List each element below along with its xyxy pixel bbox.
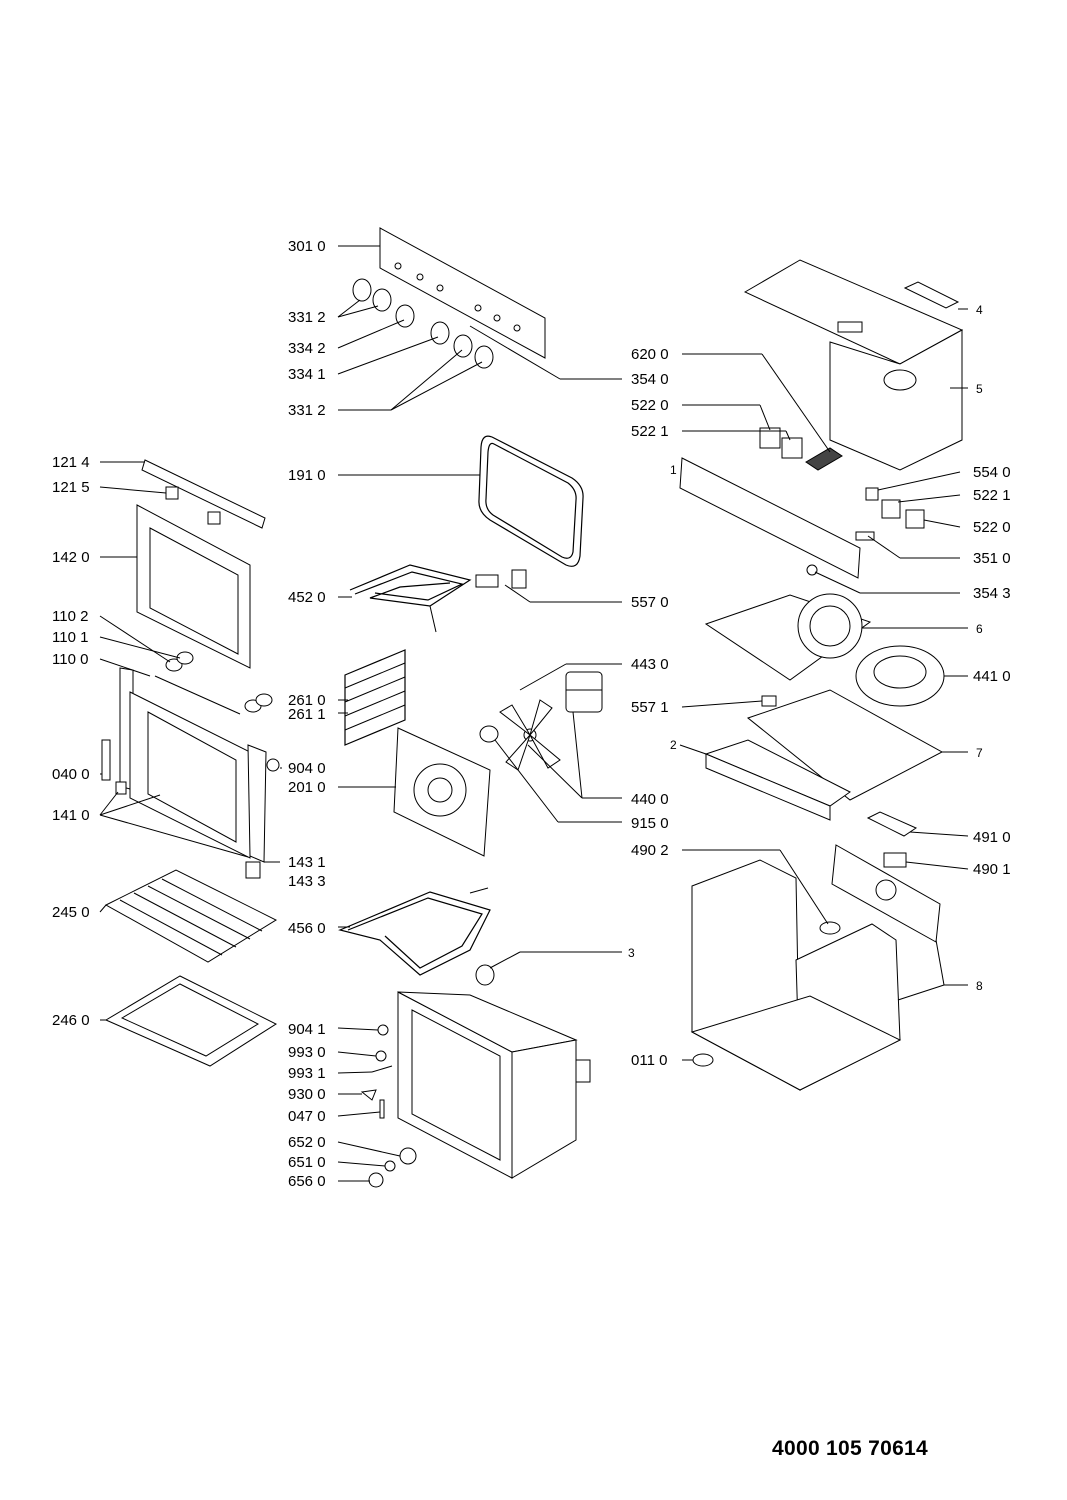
callout-191-0: 191 0 — [288, 467, 326, 484]
callout-456-0: 456 0 — [288, 920, 326, 937]
part-oven-gasket — [478, 435, 584, 567]
part-circular-element — [338, 887, 491, 976]
part-small-hardware — [360, 1024, 417, 1188]
part-knobs — [352, 278, 494, 369]
part-control-panel — [379, 227, 546, 359]
callout-522-0: 522 0 — [631, 397, 669, 414]
callout-110-0: 110 0 — [52, 651, 88, 668]
callout-141-0: 141 0 — [52, 807, 90, 824]
part-wire-shelf — [104, 869, 278, 963]
callout-201-0: 201 0 — [288, 779, 326, 796]
callout-121-4: 121 4 — [52, 454, 90, 471]
part-side-runners — [344, 649, 406, 746]
callout-110-2: 110 2 — [52, 608, 88, 625]
callout-4: 4 — [976, 303, 983, 317]
callout-261-1: 261 1 — [288, 706, 326, 723]
callout-1: 1 — [670, 463, 677, 477]
part-cooling-duct-6 — [704, 593, 872, 681]
callout-522-1: 522 1 — [973, 487, 1011, 504]
callout-334-1: 334 1 — [288, 366, 326, 383]
part-deflector-7 — [704, 689, 944, 821]
callout-labels: 301 0 331 2 334 2 334 1 331 2 354 0 191 … — [52, 238, 1011, 1190]
callout-993-0: 993 0 — [288, 1044, 326, 1061]
callout-652-0: 652 0 — [288, 1134, 326, 1151]
callout-351-0: 351 0 — [973, 550, 1011, 567]
part-door-handle — [141, 459, 266, 529]
callout-522-0: 522 0 — [973, 519, 1011, 536]
part-fan-motor — [565, 671, 603, 713]
callout-7: 7 — [976, 746, 983, 760]
part-switches — [759, 427, 925, 529]
callout-110-1: 110 1 — [52, 629, 88, 646]
callout-143-1: 143 1 — [288, 854, 326, 871]
callout-331-2: 331 2 — [288, 309, 326, 326]
part-control-bracket — [679, 457, 875, 579]
part-bracket-4 — [903, 281, 960, 309]
part-cooling-fan — [855, 645, 945, 707]
callout-8: 8 — [976, 979, 983, 993]
part-door-pads — [154, 651, 273, 715]
part-lamp-cover — [475, 964, 495, 986]
callout-121-5: 121 5 — [52, 479, 90, 496]
callout-331-2: 331 2 — [288, 402, 326, 419]
callout-011-0: 011 0 — [631, 1052, 667, 1069]
callout-2: 2 — [670, 738, 677, 752]
callout-5: 5 — [976, 382, 983, 396]
callout-490-1: 490 1 — [973, 861, 1011, 878]
callout-246-0: 246 0 — [52, 1012, 90, 1029]
callout-490-2: 490 2 — [631, 842, 669, 859]
part-foot — [692, 1053, 714, 1067]
callout-904-1: 904 1 — [288, 1021, 326, 1038]
callout-915-0: 915 0 — [631, 815, 669, 832]
callout-040-0: 040 0 — [52, 766, 90, 783]
part-oven-cavity — [397, 991, 591, 1179]
callout-301-0: 301 0 — [288, 238, 326, 255]
part-fan-blade — [499, 699, 561, 771]
callout-354-3: 354 3 — [973, 585, 1011, 602]
callout-3: 3 — [628, 946, 635, 960]
callout-656-0: 656 0 — [288, 1173, 326, 1190]
part-back-panel — [393, 727, 491, 857]
callout-993-1: 993 1 — [288, 1065, 326, 1082]
callout-142-0: 142 0 — [52, 549, 90, 566]
callout-557-1: 557 1 — [631, 699, 669, 716]
callout-651-0: 651 0 — [288, 1154, 326, 1171]
callout-245-0: 245 0 — [52, 904, 90, 921]
callout-491-0: 491 0 — [973, 829, 1011, 846]
document-number: 4000 105 70614 — [772, 1437, 929, 1460]
part-outer-casing — [690, 859, 902, 1091]
part-inner-door — [101, 667, 280, 879]
callout-441-0: 441 0 — [973, 668, 1011, 685]
callout-443-0: 443 0 — [631, 656, 669, 673]
callout-6: 6 — [976, 622, 983, 636]
part-handle-brackets — [165, 486, 221, 525]
callout-620-0: 620 0 — [631, 346, 669, 363]
callout-452-0: 452 0 — [288, 589, 326, 606]
part-rear-panel-8 — [831, 844, 941, 943]
callout-522-1: 522 1 — [631, 423, 669, 440]
part-terminal-block — [805, 447, 843, 471]
callout-904-0: 904 0 — [288, 760, 326, 777]
part-outer-glass — [136, 504, 251, 669]
leader-lines — [99, 245, 969, 1182]
part-terminal-491 — [866, 811, 918, 837]
part-top-cover — [743, 259, 964, 471]
callout-440-0: 440 0 — [631, 791, 669, 808]
part-grill-element — [349, 564, 527, 633]
part-thermostat — [761, 695, 777, 707]
callout-557-0: 557 0 — [631, 594, 669, 611]
part-drip-tray — [104, 975, 278, 1067]
part-bush — [479, 725, 499, 743]
callout-930-0: 930 0 — [288, 1086, 326, 1103]
callout-354-0: 354 0 — [631, 371, 669, 388]
callout-143-3: 143 3 — [288, 873, 326, 890]
callout-334-2: 334 2 — [288, 340, 326, 357]
callout-554-0: 554 0 — [973, 464, 1011, 481]
callout-047-0: 047 0 — [288, 1108, 326, 1125]
callout-261-0: 261 0 — [288, 692, 326, 709]
